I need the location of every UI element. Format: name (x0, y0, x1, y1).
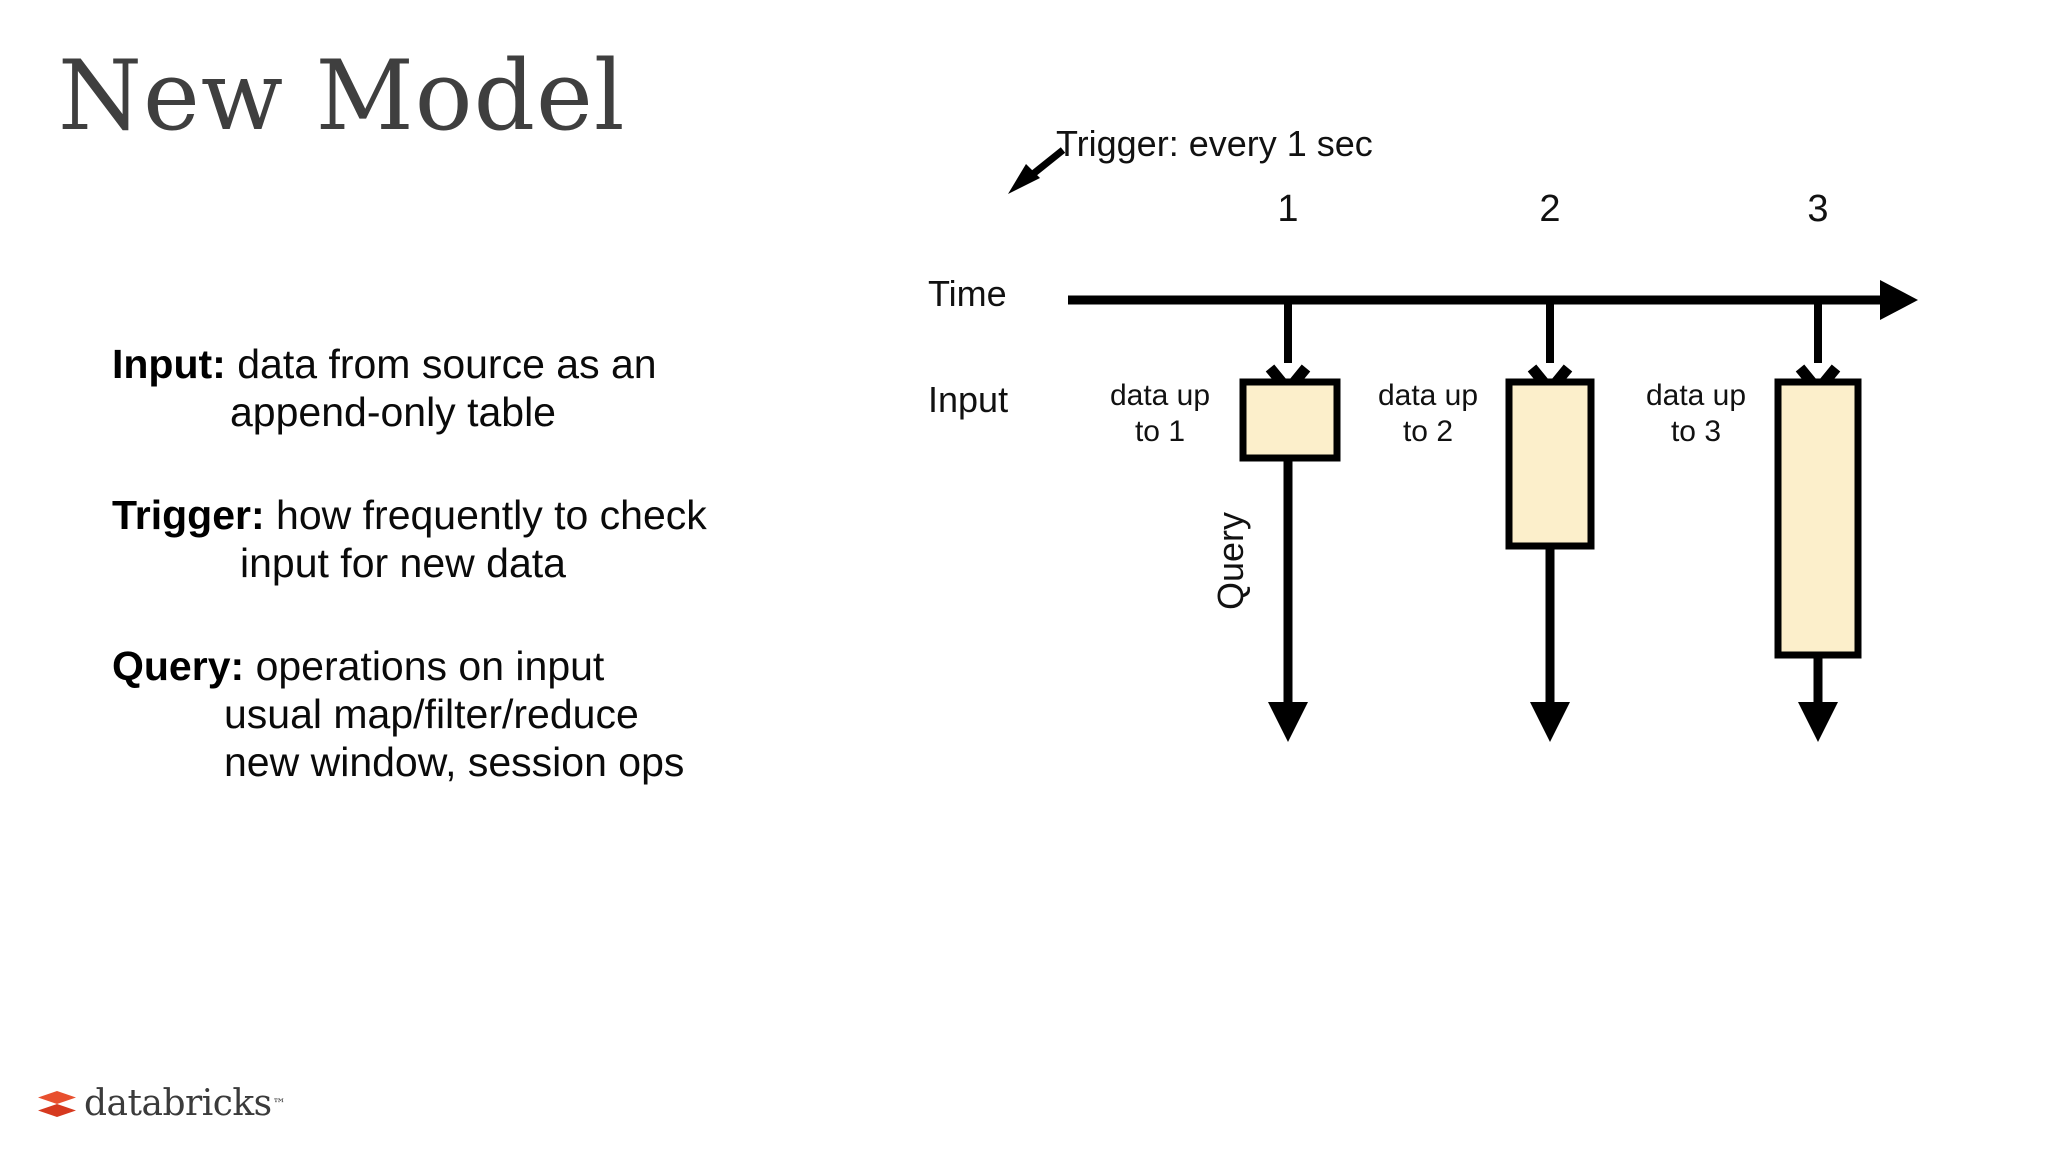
query-arrow-3 (1798, 655, 1838, 742)
input-box-caption-2-line-1: data up (1377, 379, 1479, 412)
trigger-annotation-label: Trigger: every 1 sec (1056, 123, 1373, 164)
bullet-trigger-line-1: Trigger: how frequently to check (112, 491, 832, 539)
input-box-2 (1505, 378, 1595, 550)
page-title: New Model (58, 40, 626, 152)
query-arrow-2 (1530, 546, 1570, 742)
trigger-pointer-arrow (1008, 147, 1066, 194)
bullet-query-text-1: operations on input (255, 642, 605, 689)
input-box-3 (1774, 378, 1862, 659)
query-axis-label: Query (1210, 511, 1251, 610)
diagram-graphics (1008, 147, 1918, 742)
tick-stem-2 (1527, 300, 1573, 399)
tick-label-1: 1 (1277, 188, 1299, 230)
input-box-caption-1-line-1: data up (1109, 379, 1211, 412)
input-box-1 (1239, 378, 1341, 462)
input-box-caption-3: data up to 3 (1626, 378, 1766, 450)
tick-stem-3 (1795, 300, 1841, 399)
bullet-trigger: Trigger: how frequently to check input f… (112, 491, 832, 588)
input-box-caption-1-line-2: to 1 (1134, 415, 1186, 448)
time-axis-label: Time (928, 273, 1007, 314)
bullet-query-line-1: Query: operations on input (112, 642, 832, 690)
bullet-trigger-lead: Trigger: (112, 491, 265, 538)
tick-stem-1 (1265, 300, 1311, 399)
databricks-logo: databricks ™ (36, 1082, 286, 1126)
query-arrow-1 (1268, 458, 1308, 742)
databricks-logo-icon (38, 1091, 76, 1117)
input-box-caption-2-line-2: to 2 (1402, 415, 1454, 448)
streaming-model-diagram: Trigger: every 1 sec Time 1 2 3 Input da… (880, 110, 2000, 810)
bullet-input-lead: Input: (112, 341, 226, 387)
input-box-caption-3-line-2: to 3 (1670, 415, 1722, 448)
bullet-list: Input: data from source as an append-onl… (112, 340, 832, 841)
time-axis (1068, 280, 1918, 320)
input-box-caption-2: data up to 2 (1358, 378, 1498, 450)
bullet-input-line-1: Input: data from source as an (112, 340, 832, 388)
bullet-query-line-2: usual map/filter/reduce (224, 690, 639, 737)
bullet-input: Input: data from source as an append-onl… (112, 340, 832, 437)
tick-label-3: 3 (1807, 188, 1829, 230)
bullet-query-lead: Query: (112, 642, 245, 689)
tick-label-2: 2 (1539, 188, 1561, 230)
bullet-query: Query: operations on input usual map/fil… (112, 642, 832, 787)
input-box-caption-3-line-1: data up (1645, 379, 1747, 412)
input-row-label: Input (928, 379, 1009, 420)
bullet-trigger-line-2: input for new data (240, 540, 566, 587)
trademark-symbol: ™ (272, 1096, 286, 1112)
input-box-caption-1: data up to 1 (1090, 378, 1230, 450)
bullet-input-text-1: data from source as an (237, 341, 657, 387)
bullet-query-line-3: new window, session ops (224, 739, 685, 786)
bullet-trigger-text-1: how frequently to check (276, 491, 707, 538)
bullet-input-line-2: append-only table (230, 389, 556, 436)
databricks-wordmark: databricks (84, 1083, 272, 1124)
